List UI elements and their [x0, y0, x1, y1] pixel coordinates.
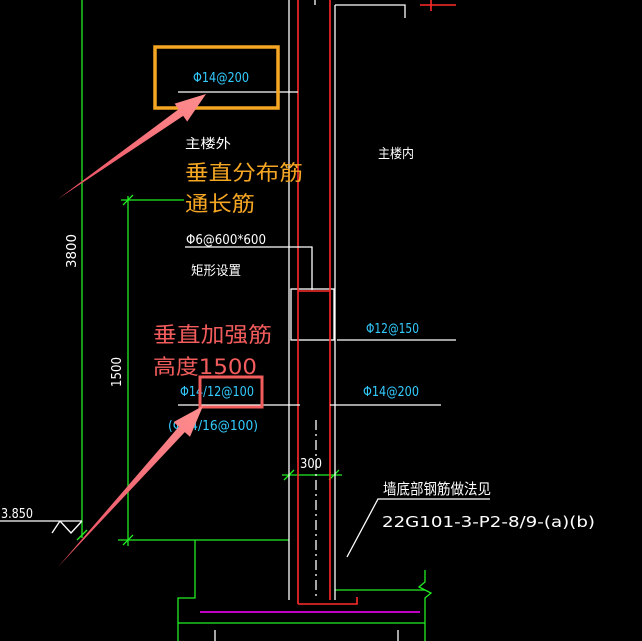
callout-distribution-line2: 通长筋 [185, 192, 255, 216]
rebar-bottom-hook [298, 597, 358, 605]
callout-box-reinforcement [198, 375, 264, 409]
leader-tie-mesh [185, 246, 313, 290]
callout-reinforcement-line1: 垂直加强筋 [153, 323, 272, 347]
arrow-reinforcement-icon [58, 406, 203, 567]
dimension-tick-reinforced-top [122, 194, 134, 206]
note-bottom-reference: 22G101-3-P2-8/9-(a)(b) [382, 513, 595, 531]
elevation-text: 3.850 [1, 507, 33, 522]
dimension-text-total-height: 3800 [65, 234, 80, 268]
foundation-outline-left [177, 540, 196, 641]
arrow-distribution-icon [58, 94, 206, 199]
note-bottom-detail: 墙底部钢筋做法见 [383, 480, 491, 498]
dimension-text-reinforced-height: 1500 [110, 357, 125, 387]
label-tie-mesh: Φ6@600*600 [186, 233, 266, 248]
label-tie-layout: 矩形设置 [191, 264, 241, 279]
label-inner-side: 主楼内 [378, 146, 414, 162]
callout-reinforcement-line2: 高度1500 [153, 355, 257, 379]
callout-distribution-line1: 垂直分布筋 [185, 161, 303, 185]
dimension-tick-reinforced-bottom [122, 534, 134, 546]
leader-bottom-note [346, 498, 490, 558]
label-inner-horizontal-rebar: Φ12@150 [366, 322, 419, 337]
label-outer-side: 主楼外 [185, 137, 231, 152]
break-line-symbol [417, 570, 433, 641]
elevation-symbol [59, 520, 83, 534]
dimension-text-wall-thickness: 300 [300, 457, 322, 472]
elevation-hatch [51, 520, 61, 534]
label-reinforcing-rebar: Φ14/12@100 [180, 385, 254, 400]
slab-edge-top [335, 4, 406, 18]
dimension-tick-total-height [76, 529, 88, 541]
label-outer-top-rebar: Φ14@200 [193, 71, 249, 86]
callout-box-distribution [153, 45, 280, 110]
label-inner-vertical-rebar: Φ14@200 [363, 385, 419, 400]
